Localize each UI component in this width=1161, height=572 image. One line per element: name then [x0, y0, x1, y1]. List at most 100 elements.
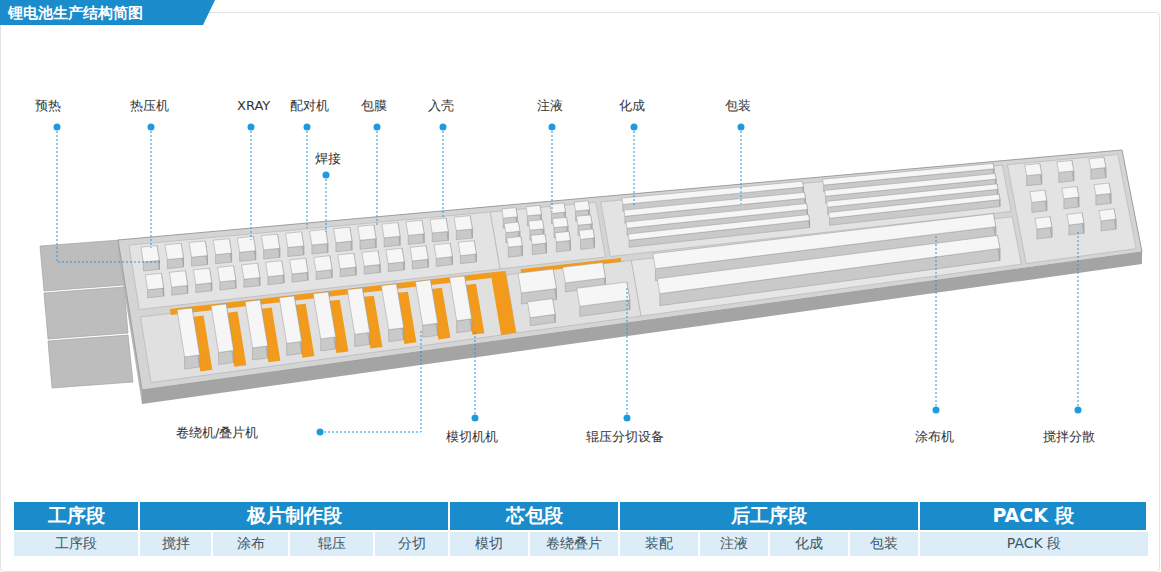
machine	[362, 251, 380, 267]
machine	[286, 232, 304, 248]
machine	[1067, 213, 1084, 225]
machine	[381, 284, 403, 330]
title: 锂电池生产结构简图	[8, 3, 143, 23]
dot	[738, 124, 745, 131]
machine	[279, 296, 302, 344]
table-header-cell: 极片制作段	[140, 502, 450, 530]
leader	[251, 127, 252, 240]
table-cell: 辊压	[290, 530, 375, 556]
machine	[526, 205, 542, 215]
machine	[1030, 190, 1047, 202]
callout-label: 预热	[35, 97, 61, 114]
machine	[261, 234, 279, 250]
dot	[148, 124, 155, 131]
leader	[1078, 232, 1079, 410]
callout-label: 模切机机	[446, 428, 498, 445]
callout-label: 包装	[725, 97, 751, 114]
leader	[377, 127, 378, 226]
table-cell: 装配	[620, 530, 700, 556]
leader	[634, 127, 635, 206]
machine	[1091, 168, 1106, 180]
machine	[1027, 174, 1042, 186]
dot	[933, 407, 940, 414]
machines	[129, 155, 1136, 383]
machine	[169, 271, 187, 288]
callout-label: 辊压分切设备	[586, 428, 664, 445]
machine	[532, 243, 546, 255]
machine	[141, 246, 159, 262]
callout-label: 卷绕机/叠片机	[176, 424, 258, 441]
machine	[1062, 187, 1079, 199]
table-cell: 分切	[375, 530, 450, 556]
machine	[1089, 157, 1106, 169]
machine	[334, 227, 352, 243]
callout-label: 热压机	[130, 97, 169, 114]
frame	[1, 13, 1160, 572]
machine	[382, 223, 400, 238]
machine	[237, 236, 255, 252]
machine	[211, 304, 234, 353]
machine	[185, 355, 200, 369]
machine	[321, 337, 336, 351]
machine	[1096, 193, 1111, 205]
machine	[386, 248, 404, 263]
machine	[1035, 217, 1052, 230]
table-header-cell: 工序段	[14, 502, 140, 530]
table-cell: 卷绕叠片	[530, 530, 620, 556]
machine	[290, 258, 308, 274]
machine	[145, 273, 163, 290]
dot	[549, 124, 556, 131]
machine	[628, 215, 810, 241]
machine	[415, 280, 437, 325]
machine	[577, 282, 630, 306]
leader	[57, 127, 160, 262]
dot	[323, 172, 330, 179]
dot	[374, 124, 381, 131]
machine	[450, 276, 472, 321]
machine	[528, 220, 544, 231]
machine	[454, 216, 472, 231]
machine	[1057, 161, 1074, 173]
machine	[434, 243, 452, 258]
dot	[248, 124, 255, 131]
machine	[528, 299, 556, 318]
machine	[313, 292, 336, 339]
machine	[457, 319, 472, 333]
machine	[355, 332, 370, 346]
table-cell: 涂布	[213, 530, 290, 556]
dot	[54, 124, 61, 131]
dot	[440, 124, 447, 131]
callout-label: 搅拌分散	[1043, 428, 1095, 445]
callout-label: 注液	[537, 97, 563, 114]
dot	[631, 124, 638, 131]
machine	[430, 218, 448, 233]
floor	[118, 150, 1142, 390]
apron	[48, 335, 133, 388]
machine	[1099, 209, 1116, 221]
machine	[253, 346, 268, 360]
machine	[458, 241, 476, 256]
apron	[40, 240, 124, 291]
machine	[1059, 171, 1074, 183]
callout-label: 入壳	[428, 97, 454, 114]
callout-label: 涂布机	[915, 428, 954, 445]
machine	[389, 328, 404, 342]
callout-label: 化成	[619, 97, 645, 114]
machine	[423, 323, 438, 337]
table-cell: 包装	[850, 530, 920, 556]
leader	[552, 127, 553, 212]
table-header-cell: 后工序段	[620, 502, 920, 530]
machine	[563, 263, 606, 283]
callout-label: XRAY	[237, 97, 270, 114]
dot	[472, 415, 479, 422]
machine	[1032, 201, 1047, 213]
machine	[1025, 164, 1042, 176]
machine	[579, 229, 595, 240]
floor-marking	[491, 271, 517, 335]
callout-label: 包膜	[361, 97, 387, 114]
machine	[310, 230, 328, 246]
dot	[624, 415, 631, 422]
machine	[552, 217, 568, 227]
